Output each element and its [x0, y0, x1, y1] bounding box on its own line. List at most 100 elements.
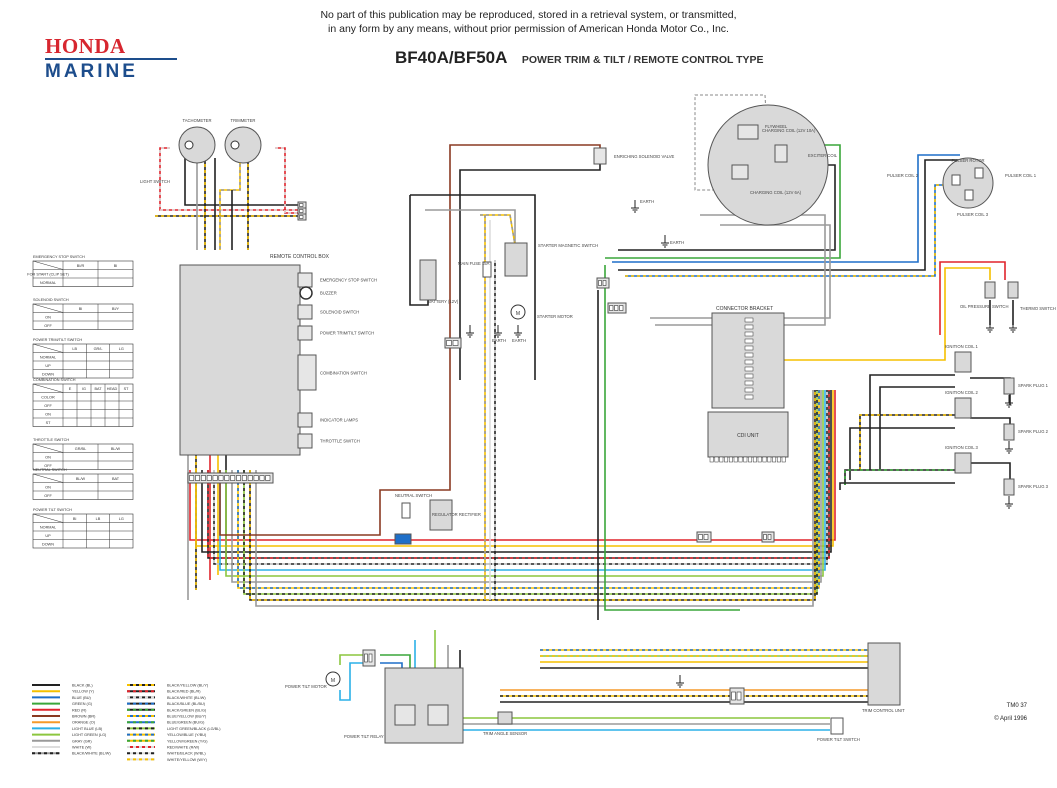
earth-label: EARTH [492, 338, 506, 343]
wire-stripe [243, 390, 818, 595]
relay-switch-1 [394, 704, 416, 726]
switch-table-diagonal [32, 473, 64, 483]
legend-label: BLACK/YELLOW (BL/Y) [167, 684, 209, 688]
charging-coil-2-label: CHARGING COIL (12V 6A) [750, 190, 802, 195]
legend-item: BLUE/YELLOW (BU/Y) [127, 715, 207, 719]
wire [939, 261, 1006, 335]
switch-table-frame [32, 260, 134, 287]
switch-table-row: ON [45, 455, 51, 459]
ground-icon [1005, 395, 1013, 408]
bracket-pin [744, 373, 754, 379]
ignition-coil-2 [954, 397, 972, 419]
spark-plug-1 [1003, 377, 1015, 395]
legend-item: BLACK/RED (BL/R) [127, 690, 201, 694]
legend-item: WHITE/BLACK (W/BL) [127, 752, 206, 756]
switch-table-row: FOR START (CLIP SET) [27, 272, 69, 276]
legend-item: BLACK/GREEN (BL/G) [127, 708, 207, 712]
cdi-pin [748, 456, 753, 463]
oil-pressure-switch-box [984, 281, 996, 299]
wire [255, 390, 814, 607]
wire [839, 482, 955, 490]
throttle-switch-label: THROTTLE SWITCH [320, 439, 360, 444]
ground-icon [466, 325, 474, 338]
wire [879, 386, 955, 470]
wire [184, 150, 305, 206]
connector-pin [614, 305, 619, 311]
ignition-coil-1 [954, 351, 972, 373]
legend-item: GREEN (G) [32, 702, 93, 706]
connector-pin [299, 203, 304, 207]
switch-table-column: GR/BL [75, 447, 86, 451]
cdi-pin [738, 456, 743, 463]
ground-icon [1005, 496, 1013, 509]
connector-pin [602, 280, 607, 286]
enriching-solenoid-label: ENRICHING SOLENOID VALVE [614, 154, 675, 159]
power-tilt-switch-label: POWER TILT SWITCH [817, 737, 860, 742]
neutral-switch-label: NEUTRAL SWITCH [395, 493, 432, 498]
legend-label: BLACK (BL) [72, 684, 93, 688]
power-tilt-motor-icon [325, 671, 341, 687]
legend-label: BLUE (BU) [72, 696, 92, 700]
connector-pin [265, 475, 271, 481]
switch-table-row: UP [45, 534, 51, 538]
bracket-pin [744, 366, 754, 372]
starter-magnetic-switch-label: STARTER MAGNETIC SWITCH [538, 243, 598, 248]
trimmeter-lamp-icon [230, 140, 240, 150]
wire [765, 267, 991, 361]
cdi-unit-label: CDI UNIT [737, 433, 759, 439]
battery-box [419, 259, 437, 301]
cdi-pin [762, 456, 767, 463]
legend-label: RED (R) [72, 708, 87, 712]
cdi-pin [752, 456, 757, 463]
legend-item: GRAY (GR) [32, 739, 92, 743]
switch-table-row: DOWN [42, 542, 54, 546]
wire [339, 662, 370, 701]
connector-pin [206, 475, 212, 481]
switch-table-column: BAT [112, 477, 120, 481]
cdi-pin [743, 456, 748, 463]
switch-table-row: UP [45, 364, 51, 368]
switch-table-row: OFF [44, 464, 52, 468]
wire-stripe [213, 390, 828, 565]
legend-label: BLUE/YELLOW (BU/Y) [167, 715, 207, 719]
combination-switch-label: COMBINATION SWITCH [320, 371, 367, 376]
switch-table-column: IG [82, 387, 86, 391]
switch-table-column: HEAD [107, 387, 118, 391]
buzzer-label: BUZZER [320, 291, 337, 296]
indicator-lamps-box [297, 412, 313, 428]
connector-pin [446, 340, 452, 346]
switch-table-row: OFF [44, 324, 52, 328]
switch-table-title: EMERGENCY STOP SWITCH [33, 255, 85, 259]
wire [339, 654, 370, 665]
switch-table-column: ST [124, 387, 130, 391]
wire [618, 159, 975, 271]
power-tilt-motor-label: POWER TILT MOTOR [285, 684, 327, 689]
power-trim-tilt-switch-label: POWER TRIM/TILT SWITCH [320, 331, 374, 336]
ground-icon [1005, 441, 1013, 454]
flywheel [707, 104, 829, 226]
logo-marine-text: MARINE [45, 61, 138, 82]
light-switch-label: LIGHT SWITCH [140, 179, 170, 184]
wire-stripe [275, 147, 305, 214]
switch-table-diagonal [32, 260, 64, 270]
switch-table-row: OFF [44, 494, 52, 498]
switch-table-column: LG [119, 347, 124, 351]
ignition-coil-3-label: IGNITION COIL 3 [945, 445, 979, 450]
ignition-coil-3 [954, 452, 972, 474]
copyright-line-2: in any form by any means, without prior … [328, 23, 729, 35]
relay-switch-2 [427, 704, 449, 726]
connector-pin [299, 215, 304, 219]
bracket-pin [744, 359, 754, 365]
cdi-pin [724, 456, 729, 463]
cdi-pin [714, 456, 719, 463]
legend-item: LIGHT GREEN (LG) [32, 733, 107, 737]
main-fuse-label: MAIN FUSE 15A [458, 261, 490, 266]
ground-icon [494, 325, 502, 338]
legend-item: RED (R) [32, 708, 87, 712]
connector-pin [736, 691, 742, 701]
legend-item: BLACK/YELLOW (BL/Y) [127, 684, 209, 688]
oil-pressure-switch-label: OIL PRESSURE SWITCH [960, 304, 1008, 309]
